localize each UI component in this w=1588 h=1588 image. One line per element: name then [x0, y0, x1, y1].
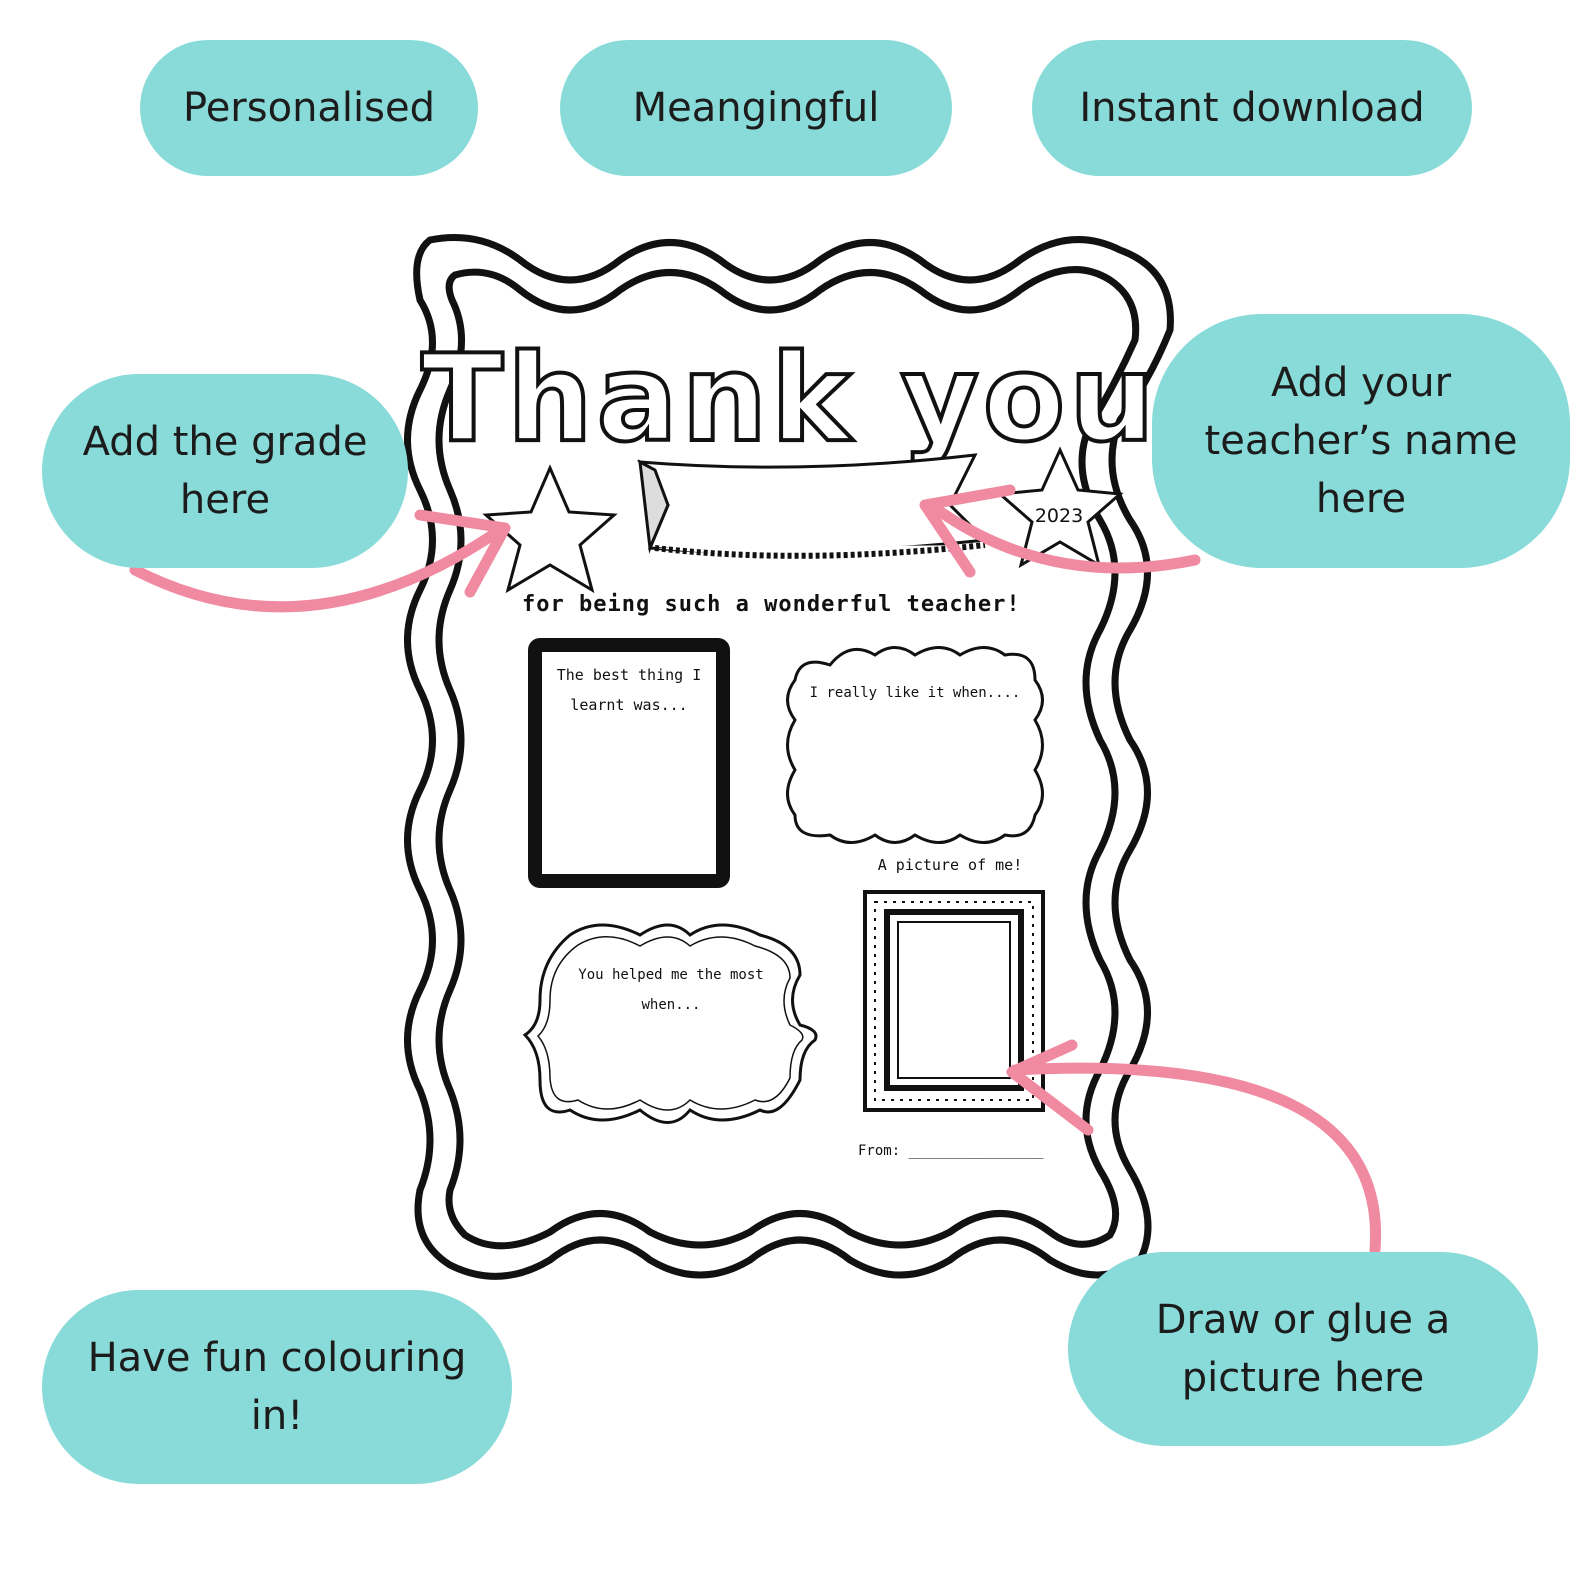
picture-arrow-head	[1006, 1039, 1094, 1136]
badge-picture-line-2: picture here	[1181, 1355, 1425, 1401]
badge-meaningful-label: Meangingful	[632, 85, 880, 131]
helped-me-line-2: when...	[641, 997, 701, 1013]
annotation-arrows	[129, 484, 1382, 1256]
badge-add-teacher-line-1: Add your	[1270, 360, 1452, 406]
like-it-cloud	[786, 646, 1044, 844]
left-star-icon	[482, 464, 618, 594]
name-banner	[637, 453, 989, 559]
sheet-title: Thank you	[421, 330, 1158, 469]
helped-me-frame	[522, 923, 818, 1124]
best-thing-frame	[528, 638, 730, 888]
badge-add-teacher-line-3: here	[1315, 476, 1407, 522]
badge-add-teacher-line-2: teacher’s name	[1204, 418, 1518, 464]
badge-picture-line-1: Draw or glue a	[1155, 1297, 1451, 1343]
grade-arrow-head	[414, 509, 511, 598]
like-it-prompt: I really like it when....	[809, 685, 1021, 701]
badge-instant-download: Instant download	[1032, 40, 1472, 176]
best-thing-line-2: learnt was...	[570, 696, 688, 714]
teacher-arrow	[929, 502, 1201, 574]
picture-frame	[863, 890, 1045, 1112]
badge-add-grade-line-2: here	[179, 477, 271, 523]
badge-colouring-line-2: in!	[250, 1393, 304, 1439]
badge-add-teacher: Add your teacher’s name here	[1152, 314, 1570, 568]
badge-add-grade-line-1: Add the grade	[82, 419, 368, 465]
badge-add-grade: Add the grade here	[42, 374, 408, 568]
picture-label: A picture of me!	[877, 856, 1023, 874]
sheet-subtitle: for being such a wonderful teacher!	[522, 592, 1021, 617]
badge-colouring-line-1: Have fun colouring	[87, 1335, 467, 1381]
badge-meaningful: Meangingful	[560, 40, 952, 176]
helped-me-prompt: You helped me the most when...	[555, 960, 787, 1020]
from-line: From: ________________	[858, 1143, 1044, 1159]
badge-colouring: Have fun colouring in!	[42, 1290, 512, 1484]
grade-arrow	[129, 524, 506, 613]
badge-picture: Draw or glue a picture here	[1068, 1252, 1538, 1446]
picture-arrow	[1009, 1062, 1382, 1256]
best-thing-line-1: The best thing I	[556, 666, 702, 684]
badge-instant-download-label: Instant download	[1079, 85, 1425, 131]
badge-personalised-label: Personalised	[183, 85, 435, 131]
teacher-arrow-head	[919, 484, 1016, 578]
badge-personalised: Personalised	[140, 40, 478, 176]
helped-me-line-1: You helped me the most	[578, 967, 764, 983]
year-label: 2023	[1034, 505, 1084, 527]
best-thing-prompt: The best thing I learnt was...	[545, 660, 713, 720]
